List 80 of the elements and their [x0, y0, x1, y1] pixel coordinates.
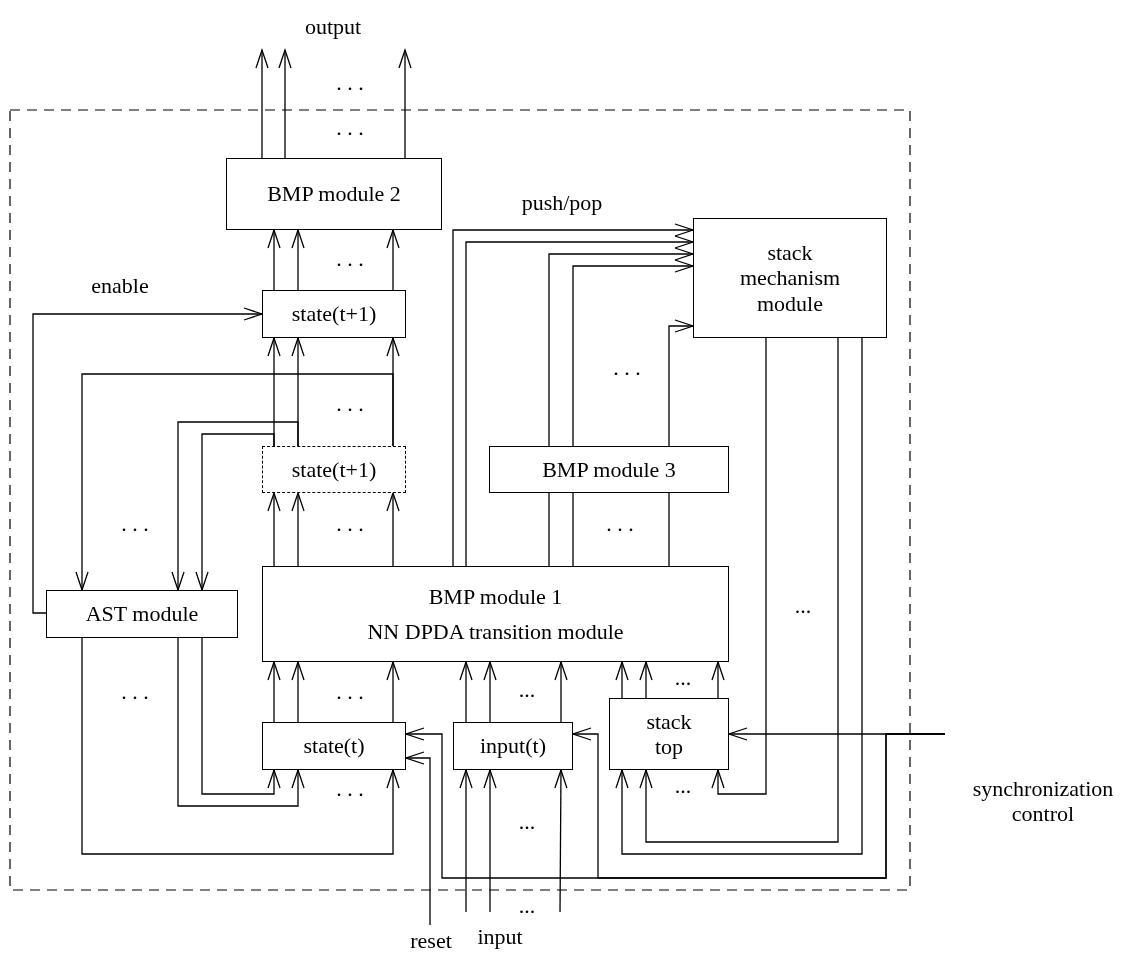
arrow [255, 49, 269, 159]
module-box [46, 590, 238, 638]
arrow [291, 661, 305, 723]
module-box [262, 722, 406, 770]
ellipsis-label: ... [518, 811, 536, 833]
module-label: BMP module 2 [267, 181, 401, 207]
signal-label: synchronization control [945, 724, 1141, 854]
signal-label: reset [395, 925, 467, 957]
module-label: BMP module 1 [428, 583, 563, 609]
arrow [267, 661, 281, 723]
ellipsis-label: ... [518, 895, 536, 917]
module-label: state(t+1) [291, 456, 377, 483]
ellipsis-label: . . . [336, 248, 364, 270]
module-box [693, 218, 887, 338]
arrow [267, 492, 281, 567]
arrow [81, 637, 400, 855]
module-label: state(t) [303, 733, 365, 759]
arrow [639, 337, 839, 843]
ellipsis-label: . . . [336, 117, 364, 139]
arrow [615, 661, 629, 699]
connector-line [572, 492, 574, 567]
module-box [609, 698, 729, 770]
module-label: state(t+1) [291, 301, 377, 327]
ellipsis-label: . . . [121, 513, 149, 535]
arrow [615, 337, 863, 855]
module-box [453, 722, 573, 770]
arrow [267, 229, 281, 291]
arrow [32, 307, 263, 614]
arrow [639, 661, 653, 699]
arrow [459, 769, 473, 913]
ellipsis-label: . . . [336, 393, 364, 415]
arrow [278, 49, 292, 159]
arrow [291, 492, 305, 567]
arrow [398, 49, 412, 159]
ellipsis-label: . . . [121, 681, 149, 703]
arrow [554, 769, 568, 913]
arrow [195, 433, 275, 591]
arrow [405, 751, 431, 926]
arrow [171, 421, 299, 591]
module-box [262, 290, 406, 338]
arrow [459, 661, 473, 723]
ellipsis-label: ... [518, 679, 536, 701]
module-label: NN DPDA transition module [367, 619, 624, 645]
signal-label: output [240, 4, 426, 50]
connector-line [668, 492, 670, 567]
module-box [262, 566, 729, 662]
ellipsis-label: . . . [336, 72, 364, 94]
module-label: input(t) [480, 733, 546, 759]
arrow [386, 661, 400, 723]
ellipsis-label: ... [794, 595, 812, 617]
module-box [226, 158, 442, 230]
module-box [489, 446, 729, 493]
arrow [572, 259, 694, 447]
arrow [483, 769, 497, 913]
arrow [291, 229, 305, 291]
dashed-module-box [262, 446, 406, 493]
arrow [554, 661, 568, 723]
arrow [177, 637, 305, 807]
arrow [405, 727, 946, 879]
module-label: BMP module 3 [542, 456, 676, 483]
arrow [386, 492, 400, 567]
arrow [386, 229, 400, 291]
ellipsis-label: . . . [336, 681, 364, 703]
arrow [711, 661, 725, 699]
ellipsis-label: . . . [606, 513, 634, 535]
ellipsis-label: . . . [336, 513, 364, 535]
module-label: stack mechanism module [738, 240, 842, 316]
module-label: stack top [645, 708, 693, 760]
arrow [75, 373, 394, 591]
connector-line [548, 492, 550, 567]
ellipsis-label: . . . [613, 357, 641, 379]
arrow [201, 637, 281, 795]
ellipsis-label: . . . [336, 778, 364, 800]
arrow [711, 337, 767, 795]
arrow [483, 661, 497, 723]
arrow [548, 247, 694, 447]
arrow [668, 319, 694, 447]
module-label: AST module [85, 601, 199, 627]
ellipsis-label: ... [674, 667, 692, 689]
ellipsis-label: ... [674, 775, 692, 797]
